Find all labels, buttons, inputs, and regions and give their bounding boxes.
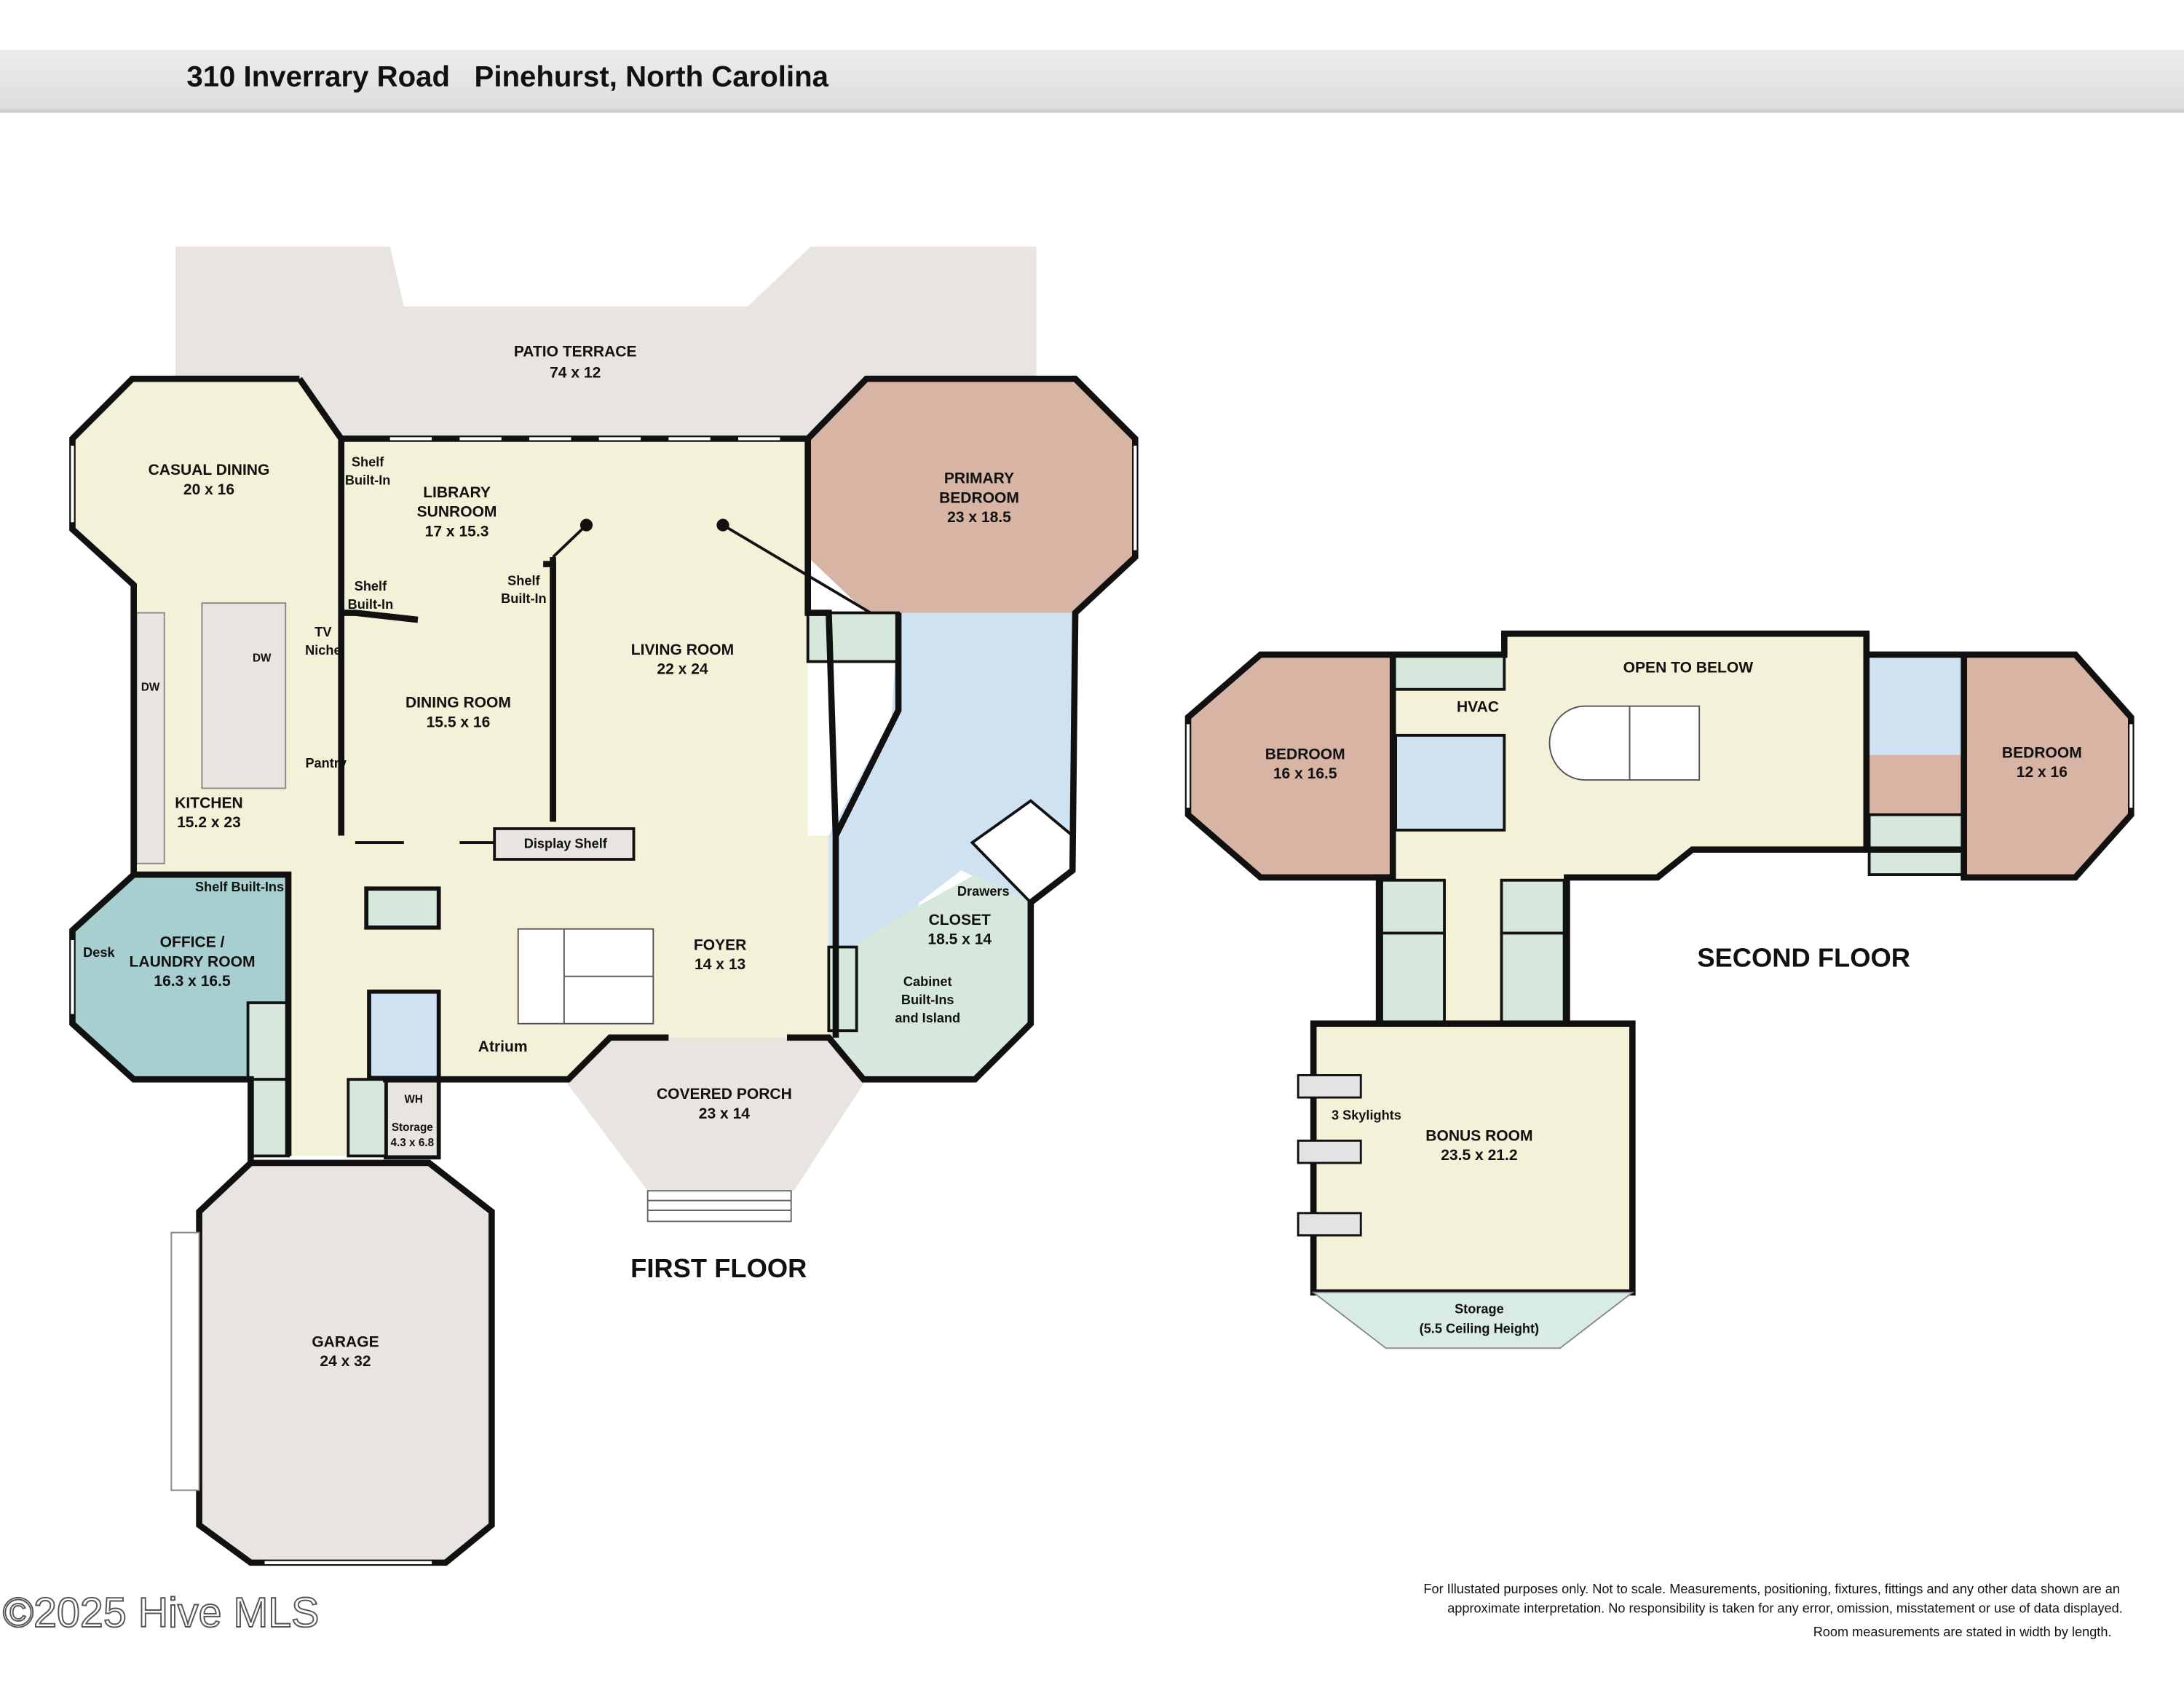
room-name-closet: CLOSET bbox=[929, 912, 991, 928]
powder-room bbox=[367, 989, 441, 1081]
room-dims-garage: 24 x 32 bbox=[320, 1353, 371, 1370]
room-dims-bedroom-right: 12 x 16 bbox=[2017, 764, 2068, 781]
property-title: 310 Inverrary Road Pinehurst, North Caro… bbox=[186, 60, 828, 93]
attic-storage bbox=[1311, 1291, 1635, 1349]
room-name-storage: Storage bbox=[392, 1121, 433, 1134]
note-desk: Desk bbox=[83, 945, 115, 960]
room-dims-covered-porch: 23 x 14 bbox=[699, 1105, 750, 1122]
room-dims-storage: 4.3 x 6.8 bbox=[391, 1137, 435, 1149]
primary-bedroom bbox=[807, 379, 1136, 613]
first-floor-label: FIRST FLOOR bbox=[630, 1253, 807, 1283]
room-name-patio: PATIO TERRACE bbox=[514, 344, 637, 360]
room-name-library-2: SUNROOM bbox=[417, 504, 497, 521]
second-floor-label: SECOND FLOOR bbox=[1697, 942, 1910, 972]
room-name-attic-storage: Storage bbox=[1455, 1302, 1504, 1317]
display-shelf bbox=[493, 827, 636, 861]
note-shelf-3: Shelf bbox=[507, 573, 540, 588]
room-dims-closet: 18.5 x 14 bbox=[927, 931, 992, 948]
room-dims-bonus-room: 23.5 x 21.2 bbox=[1441, 1147, 1517, 1164]
room-dims-dining-room: 15.5 x 16 bbox=[427, 714, 491, 730]
disclaimer-line-2: approximate interpretation. No responsib… bbox=[1447, 1601, 2123, 1616]
kitchen-counter bbox=[135, 612, 165, 864]
note-hvac: HVAC bbox=[1457, 698, 1499, 715]
room-dims-living-room: 22 x 24 bbox=[657, 661, 708, 678]
note-atrium: Atrium bbox=[478, 1038, 528, 1055]
room-name-bedroom-right: BEDROOM bbox=[2002, 744, 2082, 761]
closet-room bbox=[828, 875, 1031, 1080]
note-shelf-2: Shelf bbox=[355, 579, 387, 593]
note-cabinet: Cabinet bbox=[903, 974, 952, 989]
room-name-living-room: LIVING ROOM bbox=[631, 642, 734, 658]
note-cabinet-2: Built-Ins bbox=[901, 993, 954, 1007]
note-wh: WH bbox=[404, 1094, 423, 1106]
second-floor bbox=[1184, 630, 2134, 1349]
patio-terrace bbox=[175, 246, 1037, 439]
room-dims-kitchen: 15.2 x 23 bbox=[177, 814, 241, 831]
note-pantry: Pantry bbox=[305, 756, 347, 770]
room-dims-bedroom-left: 16 x 16.5 bbox=[1273, 765, 1337, 782]
room-dims-attic-storage: (5.5 Ceiling Height) bbox=[1420, 1321, 1539, 1336]
room-dims-office: 16.3 x 16.5 bbox=[154, 973, 231, 990]
bedroom-left bbox=[1188, 654, 1393, 877]
room-dims-casual-dining: 20 x 16 bbox=[183, 481, 234, 498]
office-laundry bbox=[72, 875, 289, 1080]
room-name-primary-bedroom-2: BEDROOM bbox=[939, 489, 1019, 506]
note-tv-niche: TV bbox=[314, 625, 331, 639]
room-name-kitchen: KITCHEN bbox=[175, 794, 243, 811]
note-shelf-2b: Built-In bbox=[348, 597, 394, 612]
note-skylights: 3 Skylights bbox=[1332, 1108, 1401, 1123]
header-bar bbox=[0, 50, 2184, 109]
room-name-primary-bedroom: PRIMARY bbox=[944, 470, 1014, 487]
note-cabinet-3: and Island bbox=[895, 1011, 960, 1025]
room-name-open-to-below: OPEN TO BELOW bbox=[1623, 660, 1754, 677]
note-shelf-1b: Built-In bbox=[345, 473, 391, 488]
room-dims-library: 17 x 15.3 bbox=[425, 523, 489, 540]
room-dims-patio: 74 x 12 bbox=[550, 364, 601, 381]
first-floor bbox=[69, 246, 1139, 1566]
room-name-office: OFFICE / bbox=[160, 934, 225, 951]
room-name-casual-dining: CASUAL DINING bbox=[149, 462, 270, 478]
room-name-library: LIBRARY bbox=[423, 484, 491, 501]
room-dims-foyer: 14 x 13 bbox=[695, 956, 745, 973]
note-display-shelf: Display Shelf bbox=[524, 837, 608, 851]
kitchen-island bbox=[201, 602, 287, 789]
note-drawers: Drawers bbox=[957, 884, 1010, 899]
disclaimer-line-3: Room measurements are stated in width by… bbox=[1813, 1625, 2112, 1639]
upper-staircase bbox=[1548, 705, 1701, 781]
copyright-watermark: ©2025 Hive MLS bbox=[3, 1590, 320, 1636]
note-shelf-3b: Built-In bbox=[501, 591, 547, 606]
room-name-covered-porch: COVERED PORCH bbox=[657, 1086, 792, 1103]
disclaimer-line-1: For Illustated purposes only. Not to sca… bbox=[1423, 1582, 2120, 1596]
room-name-bonus-room: BONUS ROOM bbox=[1425, 1127, 1532, 1144]
note-tv-niche-2: Niche bbox=[305, 643, 341, 658]
skylights bbox=[1297, 1074, 1362, 1237]
room-name-garage: GARAGE bbox=[312, 1333, 379, 1350]
note-shelf-1: Shelf bbox=[352, 455, 384, 470]
covered-porch bbox=[563, 1037, 867, 1191]
room-name-foyer: FOYER bbox=[694, 936, 746, 953]
note-shelf-builtins: Shelf Built-Ins bbox=[195, 880, 284, 894]
room-name-dining-room: DINING ROOM bbox=[405, 695, 511, 711]
room-name-office-2: LAUNDRY ROOM bbox=[130, 953, 256, 970]
storage-room bbox=[384, 1077, 441, 1160]
first-floor-labels: PATIO TERRACE 74 x 12 CASUAL DINING 20 x… bbox=[83, 344, 1019, 1370]
staircase bbox=[517, 928, 654, 1025]
note-dw-counter: DW bbox=[141, 682, 160, 694]
room-dims-primary-bedroom: 23 x 18.5 bbox=[947, 509, 1011, 526]
second-floor-labels: OPEN TO BELOW HVAC BEDROOM 16 x 16.5 BED… bbox=[1265, 660, 2082, 1336]
porch-steps bbox=[646, 1190, 792, 1223]
note-dw-island: DW bbox=[253, 652, 272, 664]
main-living-area bbox=[288, 438, 834, 1156]
room-name-bedroom-left: BEDROOM bbox=[1265, 746, 1345, 762]
